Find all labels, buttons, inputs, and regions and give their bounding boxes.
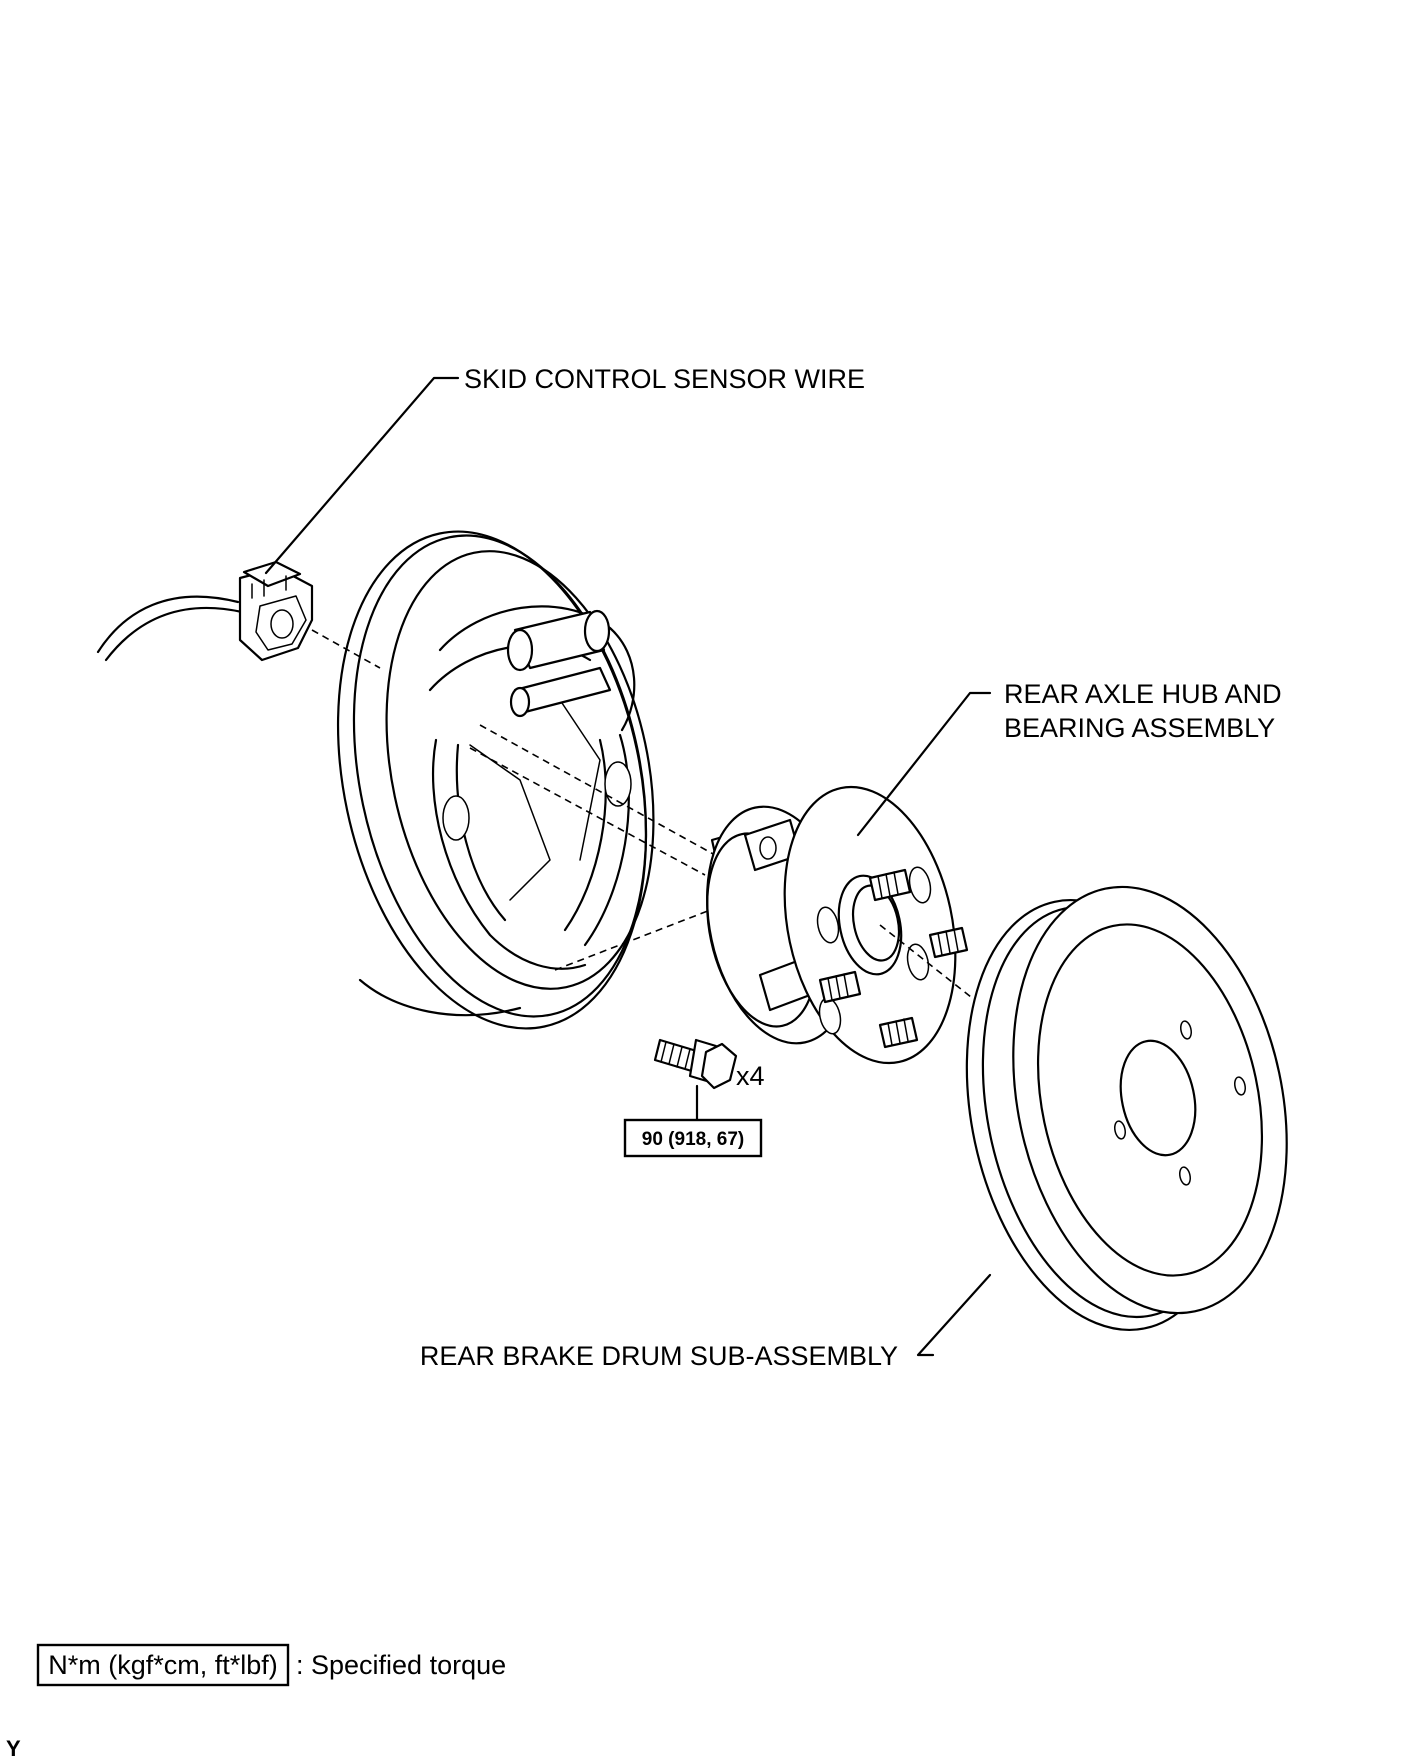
sensor-wire (96, 595, 244, 662)
bolt-quantity: x4 (736, 1061, 765, 1091)
brake-backing-plate (336, 530, 655, 1030)
leader-lines (264, 376, 992, 1357)
label-hub-line-2: BEARING ASSEMBLY (1004, 713, 1275, 743)
legend-description: : Specified torque (296, 1650, 506, 1680)
wheel-studs (818, 868, 969, 1049)
torque-spec-value: 90 (918, 67) (642, 1129, 744, 1150)
adjuster-strut (509, 666, 612, 718)
rear-axle-hub (706, 785, 969, 1065)
legend-unit: N*m (kgf*cm, ft*lbf) (48, 1650, 278, 1680)
label-rear-brake-drum: REAR BRAKE DRUM SUB-ASSEMBLY (420, 1341, 898, 1371)
label-hub-line-1: REAR AXLE HUB AND (1004, 679, 1282, 709)
label-skid-control-sensor-wire: SKID CONTROL SENSOR WIRE (464, 364, 865, 394)
figure-code: Y (6, 1736, 21, 1761)
wheel-cylinder (506, 609, 611, 672)
shoe-hold-pins (442, 761, 632, 841)
hub-dash-line (879, 924, 1001, 1021)
legend-box (36, 1643, 290, 1687)
hub-bolt (653, 1038, 738, 1090)
sensor-connector (238, 560, 314, 662)
rear-brake-drum (965, 885, 1288, 1331)
torque-spec-box (623, 1118, 763, 1158)
